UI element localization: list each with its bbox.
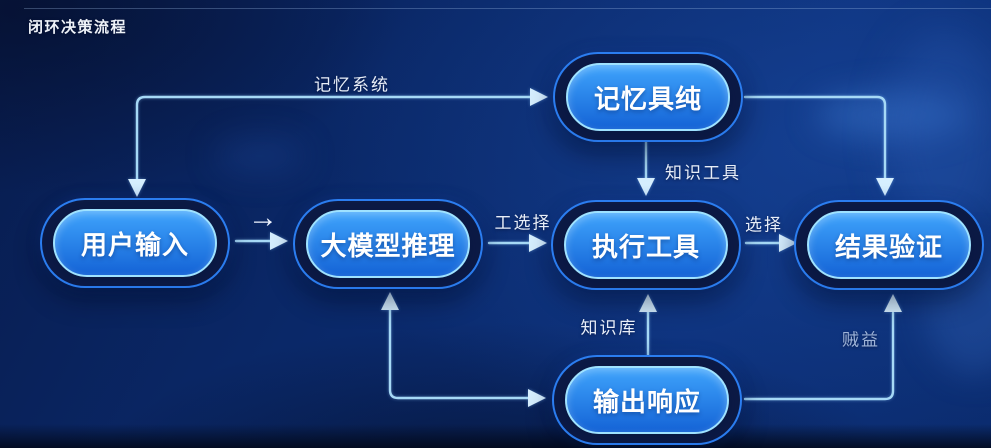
edge-output-response-to-execution-tools [639,294,657,358]
arrowhead-down-icon [876,178,894,196]
edge-llm-reasoning-output-response-loop [381,292,546,407]
node-output-response-pill: 输出响应 [565,366,729,434]
node-llm-reasoning-pill: 大模型推理 [306,210,470,278]
arrowhead-right-icon [529,234,547,252]
arrowhead-down-icon [637,178,655,196]
node-memory: 记忆具纯 [553,52,743,142]
edge-label-knowledge-base: 知识库 [580,318,638,338]
edge-memory-user-input-loop [128,88,548,197]
edge-label-select: 选择 [745,215,783,235]
edge-label-benefit: 贼益 [842,330,880,350]
edge-label-tool-select: 工选择 [494,213,552,233]
arrowhead-right-icon [270,232,288,250]
arrowhead-right-icon [528,389,546,407]
edge-output-response-to-result-verification [743,294,902,401]
node-result-verification-pill: 结果验证 [807,211,971,279]
node-execution-tools: 执行工具 [551,200,741,290]
node-result-verification: 结果验证 [794,200,984,290]
node-llm-reasoning: 大模型推理 [293,199,483,289]
edge-user-input-to-llm-reasoning [234,232,288,250]
node-user-input: 用户输入 [40,198,230,288]
arrow-right-icon: → [248,201,278,234]
edge-memory-to-execution-tools [637,140,655,196]
edge-execution-tools-to-result-verification [744,234,797,252]
bottom-shadow-band [0,424,991,448]
node-user-input-label: 用户输入 [80,229,189,260]
top-divider-line [24,8,991,9]
node-result-verification-label: 结果验证 [834,231,943,262]
page-title: 闭环决策流程 [28,19,128,36]
node-execution-tools-pill: 执行工具 [564,211,728,279]
edge-llm-reasoning-to-execution-tools [487,234,547,252]
arrowhead-up-icon [884,294,902,312]
node-memory-label: 记忆具纯 [593,83,702,114]
edge-memory-to-result-verification [743,95,894,196]
edge-label-memory-system: 记忆系统 [314,75,390,95]
node-memory-pill: 记忆具纯 [566,63,730,131]
node-llm-reasoning-label: 大模型推理 [320,230,456,261]
node-user-input-pill: 用户输入 [53,209,217,277]
arrowhead-up-icon [639,294,657,312]
node-execution-tools-label: 执行工具 [591,231,700,262]
arrowhead-right-icon [779,234,797,252]
arrowhead-right-icon [530,88,548,106]
node-output-response-label: 输出响应 [592,386,701,417]
edge-label-knowledge-tools: 知识工具 [665,163,741,183]
arrowhead-down-icon [128,179,146,197]
node-output-response: 输出响应 [552,355,742,445]
arrowhead-up-icon [381,292,399,310]
